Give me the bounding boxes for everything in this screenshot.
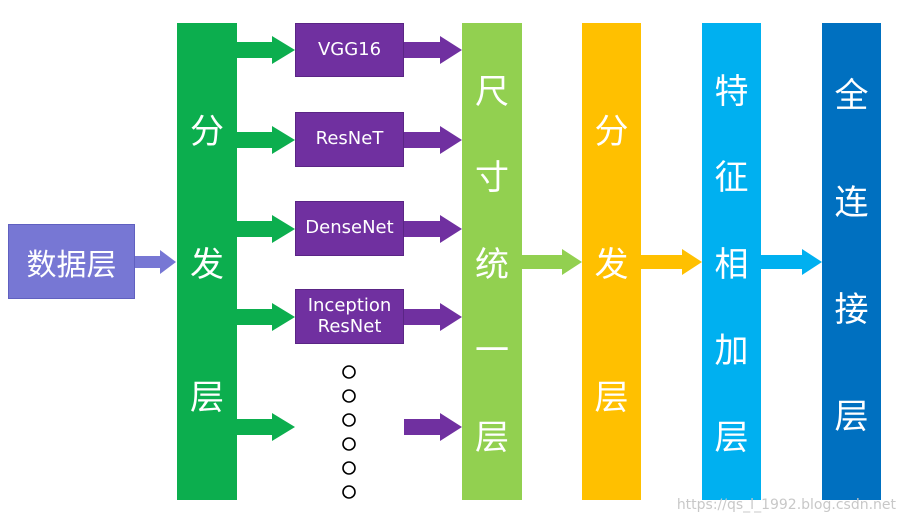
split1-char-1: 分 xyxy=(190,111,224,152)
model-label-resnet: ResNeT xyxy=(315,128,384,150)
model-box-resnet: ResNeT xyxy=(295,112,404,167)
arrow-densenet-to-unify xyxy=(404,215,462,243)
fc-char-4: 层 xyxy=(834,397,869,437)
fully-connected-layer: 全 连 接 层 xyxy=(822,23,881,500)
model-box-densenet: DenseNet xyxy=(295,201,404,256)
arrow-split-to-densenet xyxy=(237,215,295,243)
model-label-inception-resnet: Inception ResNet xyxy=(307,294,392,337)
feature-char-3: 相 xyxy=(714,244,749,285)
split2-char-2: 发 xyxy=(594,244,629,285)
unify-char-3: 统 xyxy=(475,244,509,285)
arrow-split-to-more xyxy=(237,413,295,441)
unify-char-2: 寸 xyxy=(475,158,509,198)
feature-char-1: 特 xyxy=(714,71,749,112)
unify-char-4: 一 xyxy=(475,331,509,371)
feature-char-5: 层 xyxy=(714,417,749,458)
feature-add-layer: 特 征 相 加 层 xyxy=(702,23,761,500)
model-box-inception-resnet: Inception ResNet xyxy=(295,289,404,344)
split-layer-1: 分 发 层 xyxy=(177,23,237,500)
model-box-vgg16: VGG16 xyxy=(295,23,404,77)
arrow-input-to-split xyxy=(135,250,176,274)
arrow-inception-to-unify xyxy=(404,303,462,331)
input-data-layer: 数据层 xyxy=(8,224,135,299)
fc-char-3: 接 xyxy=(834,290,869,330)
arrow-split-to-inception xyxy=(237,303,295,331)
fc-char-1: 全 xyxy=(834,76,869,116)
split1-char-3: 层 xyxy=(190,377,224,418)
arrow-split-to-vgg16 xyxy=(237,36,295,64)
model-label-vgg16: VGG16 xyxy=(317,38,382,60)
split2-char-1: 分 xyxy=(594,111,629,152)
fc-char-2: 连 xyxy=(834,183,869,223)
input-data-layer-label: 数据层 xyxy=(26,247,117,283)
split1-char-2: 发 xyxy=(190,244,224,285)
split2-char-3: 层 xyxy=(594,377,629,418)
arrow-more-to-unify xyxy=(404,413,462,441)
arrow-split2-to-feature xyxy=(641,249,702,275)
arrow-split-to-resnet xyxy=(237,126,295,154)
watermark: https://qs_l_1992.blog.csdn.net xyxy=(676,497,896,513)
size-unify-layer: 尺 寸 统 一 层 xyxy=(462,23,522,500)
ellipsis-dots xyxy=(342,365,356,499)
unify-char-1: 尺 xyxy=(475,71,509,112)
arrow-vgg16-to-unify xyxy=(404,36,462,64)
arrow-resnet-to-unify xyxy=(404,126,462,154)
feature-char-4: 加 xyxy=(714,331,749,371)
arrow-unify-to-split2 xyxy=(522,249,582,275)
model-label-densenet: DenseNet xyxy=(305,217,394,239)
unify-char-5: 层 xyxy=(475,417,509,458)
feature-char-2: 征 xyxy=(714,158,749,198)
arrow-feature-to-fc xyxy=(761,249,822,275)
split-layer-2: 分 发 层 xyxy=(582,23,641,500)
